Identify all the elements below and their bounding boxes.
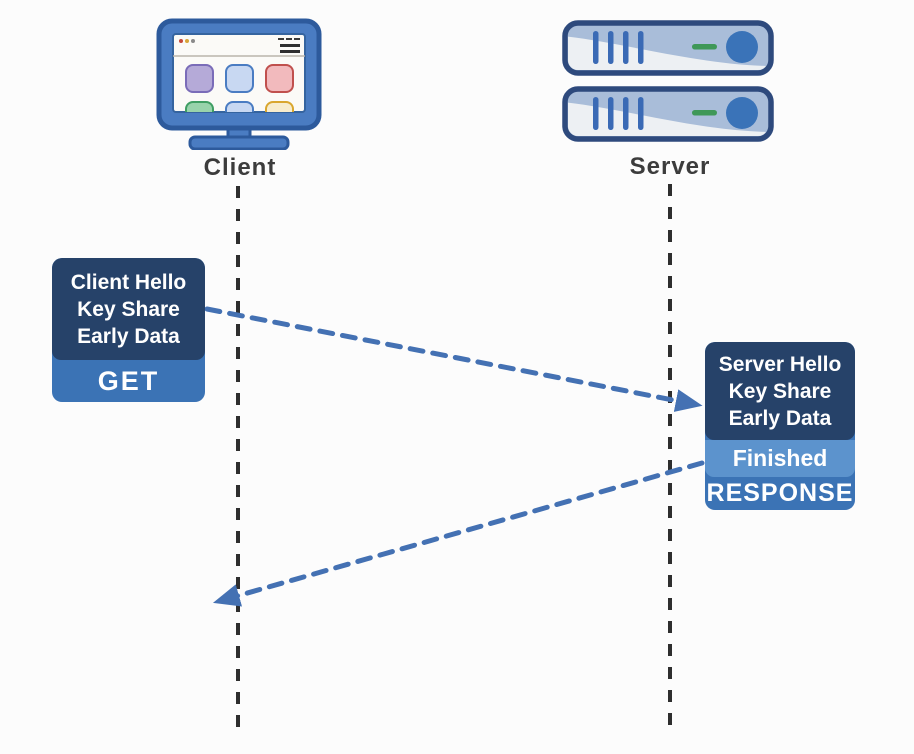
request-line: Client Hello	[70, 270, 187, 294]
server-unit-bottom	[562, 86, 774, 142]
server-slat-icon	[638, 97, 644, 130]
response-arrow	[212, 460, 705, 607]
response-line: Key Share	[728, 379, 832, 403]
app-tile-purple	[185, 64, 214, 93]
app-tile-blue-2	[225, 101, 254, 112]
server-slat-icon	[623, 97, 629, 130]
app-tile-blue	[225, 64, 254, 93]
browser-dot-gray-icon	[191, 39, 195, 43]
response-line: Server Hello	[718, 352, 842, 376]
request-line: Key Share	[77, 297, 180, 321]
app-tile-red	[265, 64, 294, 93]
request-badge: GET	[97, 365, 160, 396]
server-unit-top	[562, 20, 774, 76]
browser-mini-dash-icon	[294, 38, 300, 40]
server-label: Server	[629, 153, 711, 180]
browser-menu-icon	[280, 50, 300, 53]
server-slat-icon	[608, 31, 614, 64]
request-arrow	[204, 306, 703, 412]
server-rack-icon	[562, 20, 774, 142]
server-slat-icon	[638, 31, 644, 64]
server-slat-icon	[623, 31, 629, 64]
server-slat-icon	[593, 97, 599, 130]
browser-dot-red-icon	[179, 39, 183, 43]
client-label: Client	[203, 154, 277, 181]
server-slat-icon	[608, 97, 614, 130]
response-message-box: Server Hello Key Share Early Data Finish…	[705, 342, 855, 510]
app-tile-yellow	[265, 101, 294, 112]
server-led-icon	[692, 110, 717, 116]
server-led-icon	[692, 44, 717, 50]
server-power-button-icon	[726, 31, 758, 63]
request-message-box: Client Hello Key Share Early Data GET	[52, 258, 205, 402]
client-monitor-icon	[156, 18, 322, 150]
server-power-button-icon	[726, 97, 758, 129]
server-slat-icon	[593, 31, 599, 64]
monitor-stand-base	[188, 135, 290, 150]
response-line: Early Data	[728, 406, 832, 430]
request-line: Early Data	[77, 324, 180, 348]
browser-mini-dash-icon	[278, 38, 284, 40]
browser-mini-dash-icon	[286, 38, 292, 40]
browser-menu-icon	[280, 44, 300, 47]
response-badge: RESPONSE	[706, 479, 854, 507]
app-tile-green	[185, 101, 214, 112]
request-message-body: Client Hello Key Share Early Data	[52, 258, 205, 360]
response-message-body: Server Hello Key Share Early Data	[705, 342, 855, 440]
browser-dot-yellow-icon	[185, 39, 189, 43]
response-status: Finished	[705, 440, 855, 477]
